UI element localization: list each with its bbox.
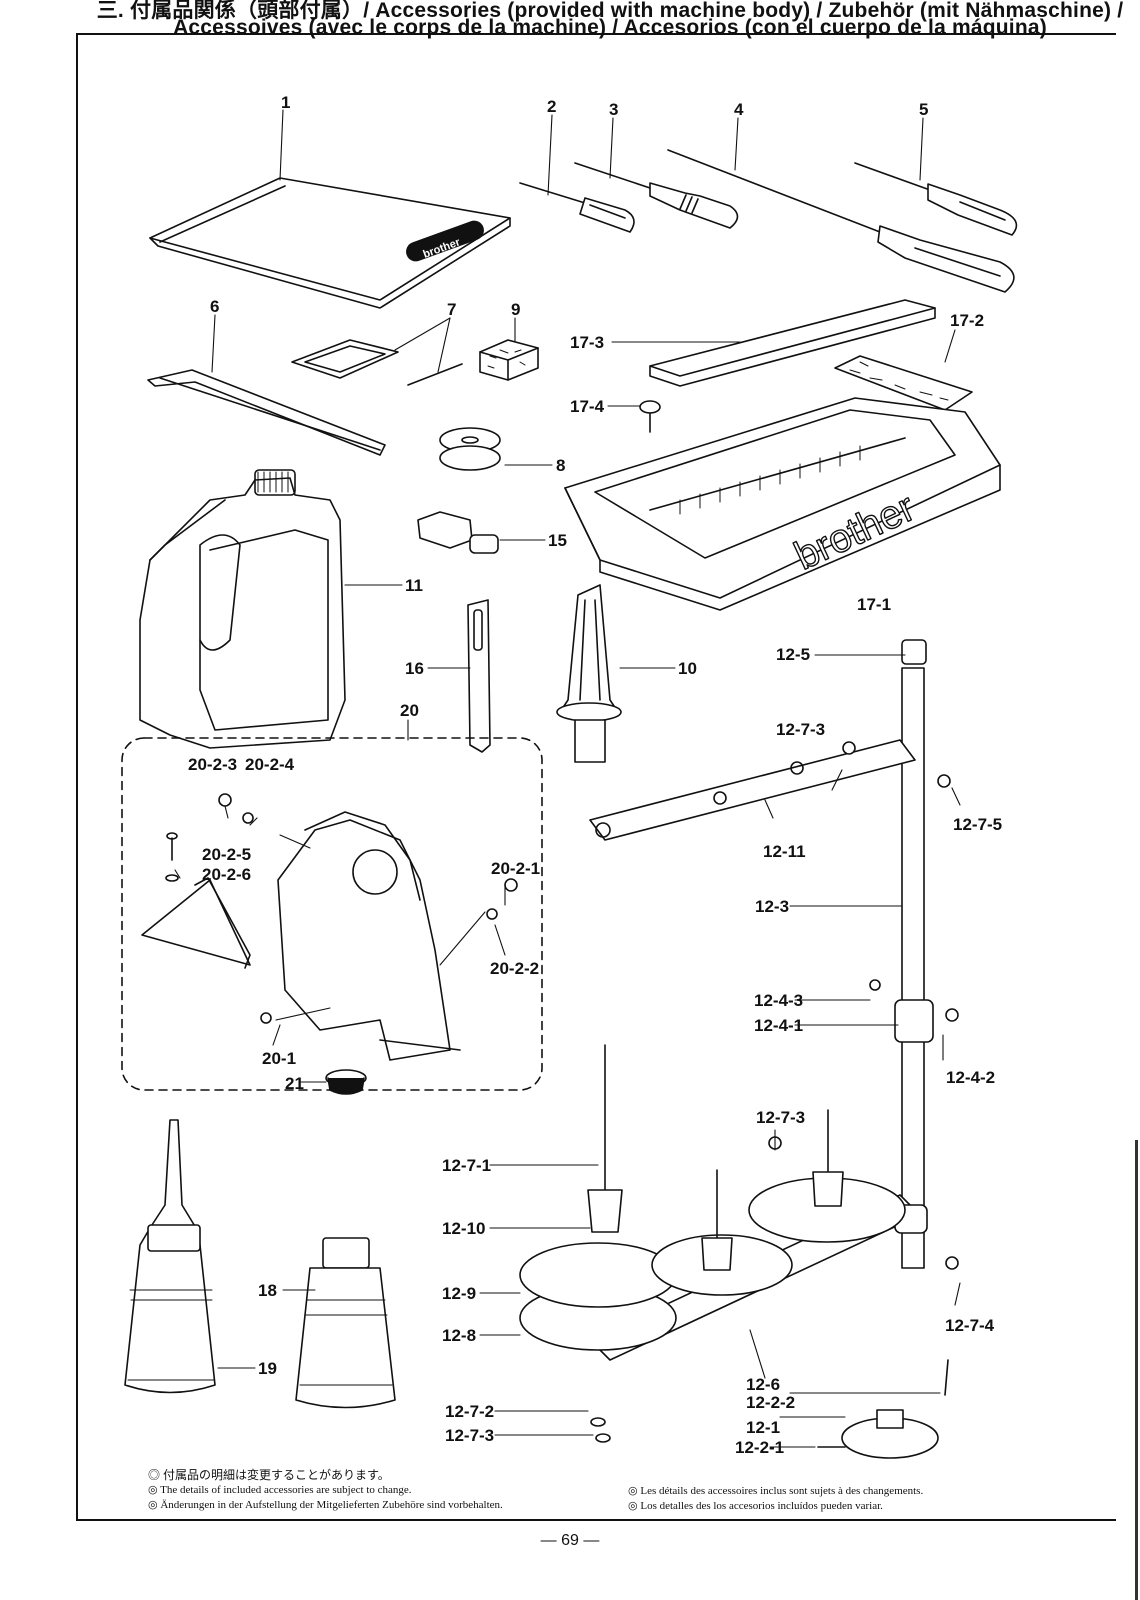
callout-18: 18 [258,1281,277,1300]
scan-edge-mark [1135,1140,1138,1600]
callout-20-2-1: 20-2-1 [491,859,540,878]
callout-17-1: 17-1 [857,595,891,614]
callout-10: 10 [678,659,697,678]
callout-5: 5 [919,100,928,119]
callout-12-7-3-mid: 12-7-3 [756,1108,805,1127]
part-screwdriver-long [667,149,1015,293]
callout-12-10: 12-10 [442,1219,485,1238]
callout-12-4-2: 12-4-2 [946,1068,995,1087]
callout-2: 2 [547,97,556,116]
callout-12-3: 12-3 [755,897,789,916]
part-10-cone-holder [556,584,622,763]
callout-6: 6 [210,297,219,316]
note-japanese: ◎ 付属品の明細は変更することがあります。 [148,1468,390,1482]
part-oil-can [139,469,346,749]
callout-4: 4 [734,100,744,119]
part-20-cover [141,811,461,1061]
callout-12-7-2: 12-7-2 [445,1402,494,1421]
callout-12-9: 12-9 [442,1284,476,1303]
note-french: ◎ Les détails des accessoires inclus son… [628,1485,924,1497]
part-20-screws [165,793,518,1024]
callout-17-3: 17-3 [570,333,604,352]
callout-19: 19 [258,1359,277,1378]
page-number: — 69 — [540,1532,600,1549]
callout-20: 20 [400,701,419,720]
callout-20-2-3: 20-2-3 [188,755,237,774]
part-17-4-screw [639,400,661,433]
notes-left: ◎ 付属品の明細は変更することがあります。 ◎ The details of i… [148,1468,618,1513]
callout-15: 15 [548,531,567,550]
callout-12-1: 12-1 [746,1418,780,1437]
callout-12-2-1: 12-2-1 [735,1438,784,1457]
part-bobbin [439,427,501,471]
notes-right: ◎ Les détails des accessoires inclus son… [628,1484,1008,1514]
part-17-1-tray: brother [564,397,1001,611]
note-german: ◎ Änderungen in der Aufstellung der Mitg… [148,1499,503,1511]
callout-17-2: 17-2 [950,311,984,330]
callout-1: 1 [281,93,290,112]
callout-12-7-3-top: 12-7-3 [776,720,825,739]
part-felt-9 [479,339,539,381]
callout-12-8: 12-8 [442,1326,476,1345]
diagram-frame [76,33,1116,1521]
part-needles [291,339,463,386]
part-17-3-plate [649,299,936,387]
part-tweezers [147,369,386,456]
callout-12-11: 12-11 [763,842,806,861]
part-12-thread-stand [519,639,959,1459]
part-screwdriver-medium [854,162,1018,236]
callout-3: 3 [609,100,618,119]
callout-21: 21 [285,1074,304,1093]
callout-12-6: 12-6 [746,1375,780,1394]
callout-12-4-3: 12-4-3 [754,991,803,1010]
callout-8: 8 [556,456,565,475]
callout-12-7-1: 12-7-1 [442,1156,491,1175]
callout-12-7-3-bottom: 12-7-3 [445,1426,494,1445]
callout-9: 9 [511,300,520,319]
part-screwdriver-small [519,182,635,233]
callout-11: 11 [405,576,423,595]
callout-20-2-5: 20-2-5 [202,845,251,864]
callout-12-4-1: 12-4-1 [754,1016,803,1035]
callout-20-2-4: 20-2-4 [245,755,295,774]
callout-20-2-6: 20-2-6 [202,865,251,884]
callout-12-7-4: 12-7-4 [945,1316,995,1335]
leader-lines [174,109,961,1448]
part-19-oiler [124,1119,216,1394]
note-spanish: ◎ Los detalles des los accesorios incluí… [628,1500,883,1512]
callout-12-5: 12-5 [776,645,810,664]
part-18-bottle [295,1237,396,1409]
callout-16: 16 [405,659,424,678]
callout-20-1: 20-1 [262,1049,296,1068]
part-16-knife [467,599,491,753]
part-cover-sheet: brother [149,177,511,309]
part-21-plug [325,1069,367,1095]
callout-7: 7 [447,300,456,319]
callout-labels: 1 2 3 4 5 6 7 9 17-3 17-2 17-4 8 15 11 1… [188,93,1002,1457]
callout-12-2-2: 12-2-2 [746,1393,795,1412]
part-17-2-felt [834,355,973,411]
callout-17-4: 17-4 [570,397,605,416]
note-english: ◎ The details of included accessories ar… [148,1484,412,1496]
header-title-line1: 三. 付属品関係（頭部付属）/ Accessories (provided wi… [96,0,1124,22]
callout-20-2-2: 20-2-2 [490,959,539,978]
part-screwdriver-knurled [574,162,739,229]
callout-12-7-5: 12-7-5 [953,815,1002,834]
part-15-guide [417,511,499,554]
